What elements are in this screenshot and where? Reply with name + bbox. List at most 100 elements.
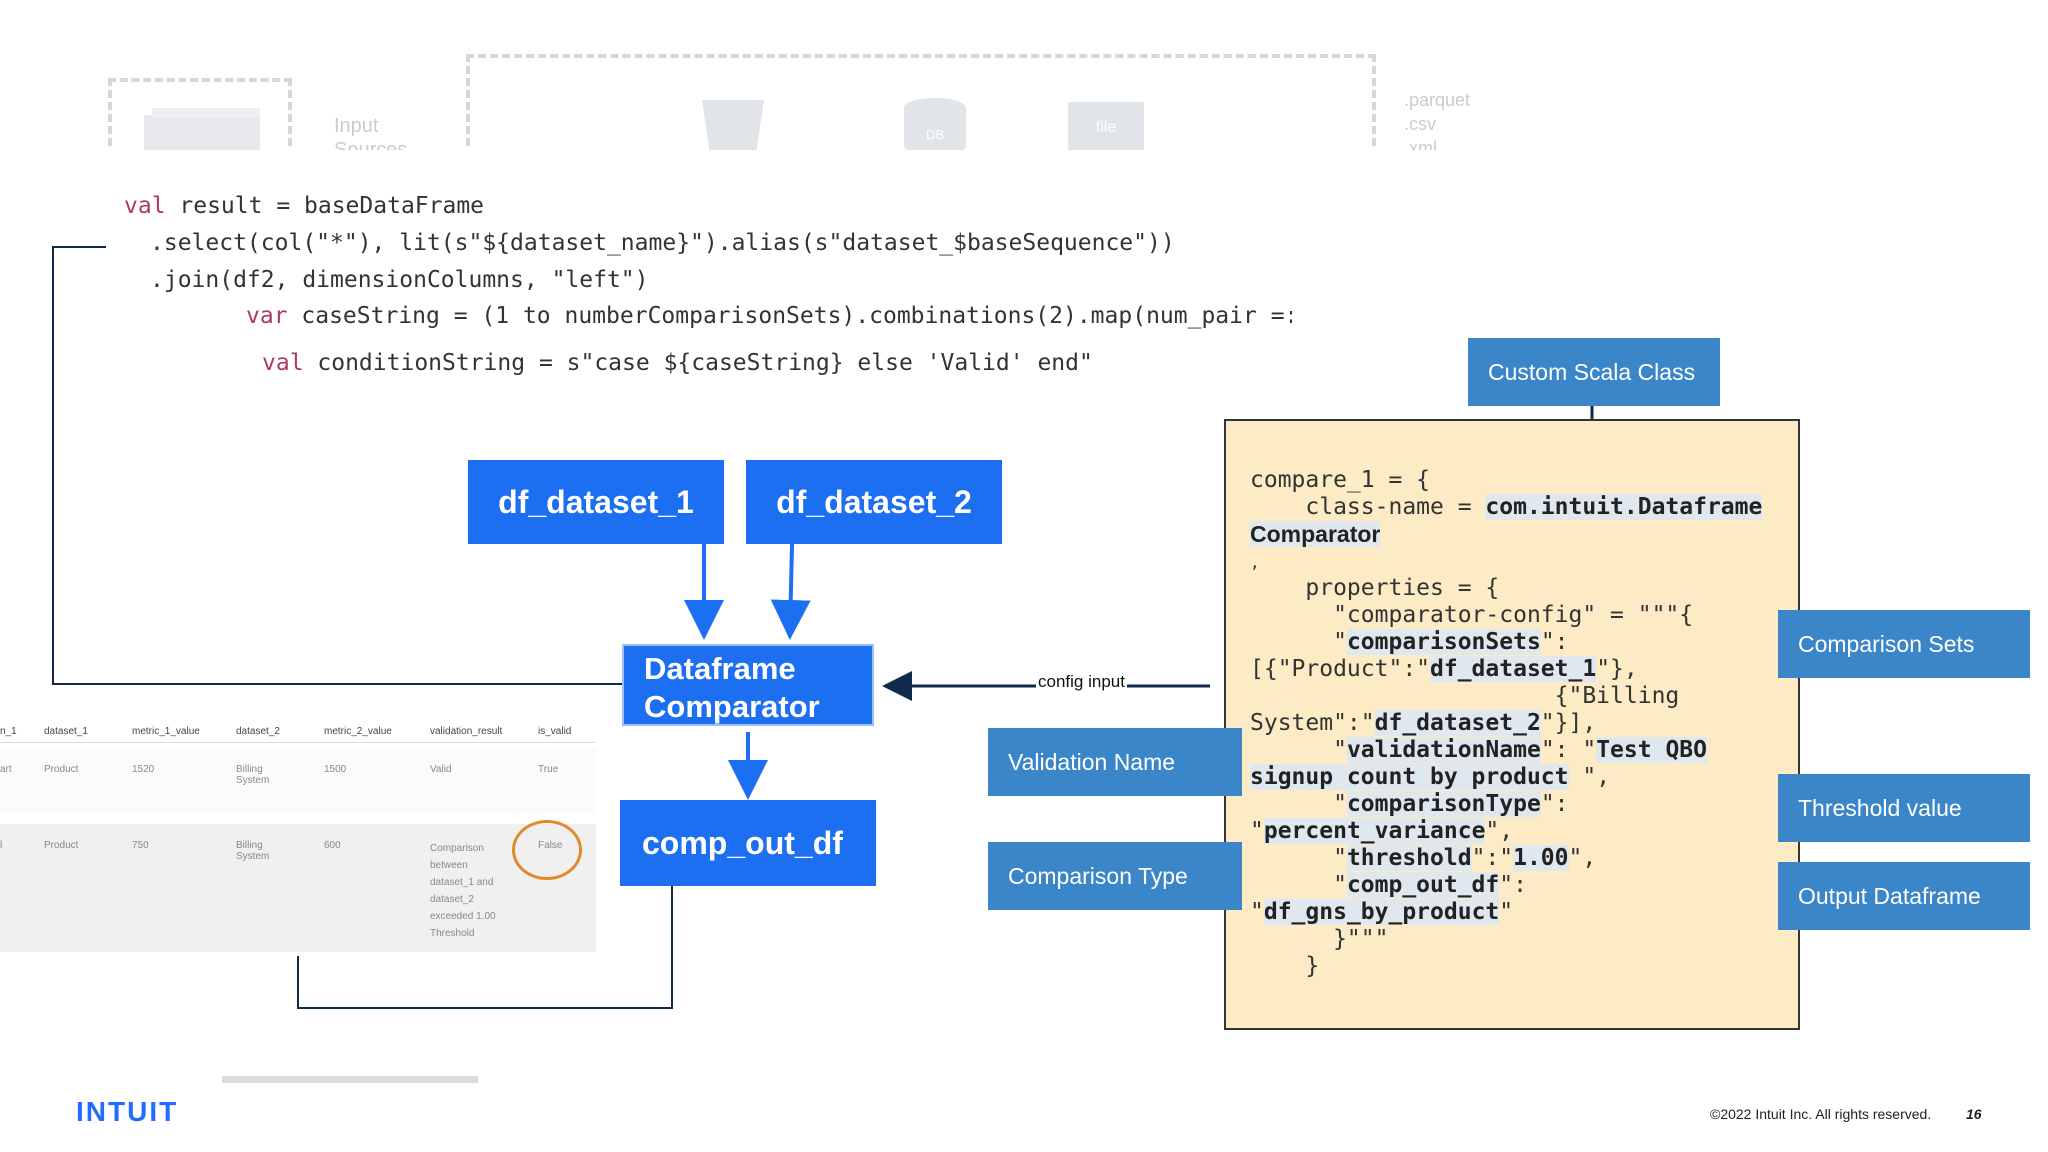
config-line: System":"df_dataset_2"}], <box>1250 710 1596 736</box>
dataframe-comparator-box: Dataframe Comparator <box>622 644 874 726</box>
config-text: ": <box>1540 791 1569 817</box>
config-text: " <box>1250 737 1347 763</box>
config-text: class-name = <box>1250 494 1486 520</box>
config-highlight: comp_out_df <box>1346 872 1500 898</box>
config-text: " <box>1499 899 1514 925</box>
code-text: caseString = (1 to numberComparisonSets)… <box>287 303 1292 329</box>
custom-scala-class-text: Custom Scala Class <box>1488 358 1696 385</box>
config-text: " <box>1250 629 1347 655</box>
config-text: " <box>1250 791 1347 817</box>
config-highlight: Test QBO <box>1596 737 1707 763</box>
table-header: metric_1_value <box>132 726 200 737</box>
output-dataframe-label: Output Dataframe <box>1778 862 2030 930</box>
config-line: Comparator <box>1250 521 1381 548</box>
comp-out-df-box: comp_out_df <box>620 800 876 886</box>
file-icon: file <box>1068 102 1144 154</box>
df-dataset-1-box: df_dataset_1 <box>468 460 724 544</box>
config-text: " <box>1250 899 1264 925</box>
config-line: "percent_variance", <box>1250 818 1513 844</box>
df2-arrow <box>770 543 811 640</box>
config-highlight: Comparator <box>1250 521 1381 547</box>
config-line: "df_gns_by_product" <box>1250 899 1513 925</box>
table-cell: Product <box>44 764 79 775</box>
config-text: "}], <box>1540 710 1597 736</box>
pipeline-crop <box>0 150 1500 160</box>
code-line-4: var caseString = (1 to numberComparisonS… <box>246 303 1292 329</box>
config-line: } <box>1250 953 1320 979</box>
slide-divider <box>222 1076 478 1083</box>
table-cell: 750 <box>132 840 149 851</box>
table-cell: Billing System <box>236 840 270 862</box>
table-cell: 600 <box>324 840 341 851</box>
stack-icon-step <box>152 108 260 118</box>
threshold-value-text: Threshold value <box>1798 794 1962 821</box>
format-parquet: .parquet <box>1404 90 1471 110</box>
config-text: ", <box>1568 764 1611 790</box>
code-text: result = baseDataFrame <box>165 193 485 219</box>
threshold-value-label: Threshold value <box>1778 774 2030 842</box>
copyright-text: ©2022 Intuit Inc. All rights reserved. <box>1710 1106 1932 1122</box>
config-text: ": <box>1540 629 1569 655</box>
config-text: " <box>1250 818 1264 844</box>
config-highlight: percent_variance <box>1263 818 1486 844</box>
db-label: DB <box>925 126 945 142</box>
intuit-logo: INTUIT <box>76 1096 179 1127</box>
comparison-type-text: Comparison Type <box>1008 862 1188 889</box>
code-keyword: var <box>246 303 288 329</box>
comp-out-df-label: comp_out_df <box>642 824 843 861</box>
comparison-sets-label: Comparison Sets <box>1778 610 2030 678</box>
config-line: "comparisonSets": <box>1250 629 1569 655</box>
config-text: ", <box>1568 845 1597 871</box>
config-highlight: df_dataset_1 <box>1430 656 1597 682</box>
config-line: , <box>1250 553 1260 572</box>
config-input-label: config input <box>1036 672 1127 692</box>
table-header: n_1 <box>0 726 17 737</box>
config-line: compare_1 = { <box>1250 467 1431 493</box>
input-sources-frame <box>108 78 292 158</box>
bucket-icon <box>702 100 764 154</box>
validation-name-text: Validation Name <box>1008 748 1176 775</box>
table-cell: True <box>538 764 559 775</box>
table-cell: Product <box>44 840 79 851</box>
config-line: signup count by product ", <box>1250 764 1610 790</box>
config-line: {"Billing <box>1250 683 1680 709</box>
db-icon: DB <box>904 98 966 156</box>
table-cell: art <box>0 764 12 775</box>
config-highlight: signup count by product <box>1250 764 1569 790</box>
config-text: "}, <box>1596 656 1638 682</box>
config-text: ", <box>1485 818 1514 844</box>
config-text: [{"Product":" <box>1250 656 1431 682</box>
config-line: [{"Product":"df_dataset_1"}, <box>1250 656 1638 682</box>
table-cell: 1520 <box>132 764 155 775</box>
config-line: }""" <box>1250 926 1389 952</box>
config-highlight: df_gns_by_product <box>1263 899 1500 925</box>
code-to-comparator-line <box>52 246 622 685</box>
code-keyword: val <box>262 350 304 376</box>
comparator-label-line2: Comparator <box>644 689 820 724</box>
config-text: ":" <box>1471 845 1514 871</box>
table-header: metric_2_value <box>324 726 392 737</box>
comparison-sets-text: Comparison Sets <box>1798 630 1975 657</box>
code-line-1: val result = baseDataFrame <box>124 193 484 219</box>
pipeline-frame <box>466 54 1376 158</box>
false-highlight-circle <box>512 820 582 880</box>
table-cell: Valid <box>430 764 452 775</box>
config-line: properties = { <box>1250 575 1500 601</box>
config-text: ": <box>1499 872 1527 898</box>
table-row-2-bg <box>0 824 596 952</box>
comparison-type-label: Comparison Type <box>988 842 1242 910</box>
code-text: conditionString = s"case ${caseString} e… <box>303 350 1093 376</box>
config-highlight: threshold <box>1346 845 1472 871</box>
table-header: validation_result <box>430 726 503 737</box>
config-line: "comp_out_df": <box>1250 872 1527 898</box>
code-line-2: .select(col("*"), lit(s"${dataset_name}"… <box>150 230 1175 256</box>
stack-icon <box>144 115 260 155</box>
config-highlight: comparisonSets <box>1346 629 1541 655</box>
config-line: "threshold":"1.00", <box>1250 845 1596 871</box>
config-line: "validationName": "Test QBO <box>1250 737 1707 763</box>
custom-scala-class-label: Custom Scala Class <box>1468 338 1720 406</box>
code-line-5: val conditionString = s"case ${caseStrin… <box>262 350 1093 376</box>
comparator-label-line1: Dataframe <box>644 651 796 686</box>
df-dataset-2-label: df_dataset_2 <box>776 483 972 520</box>
df-dataset-2-box: df_dataset_2 <box>746 460 1002 544</box>
